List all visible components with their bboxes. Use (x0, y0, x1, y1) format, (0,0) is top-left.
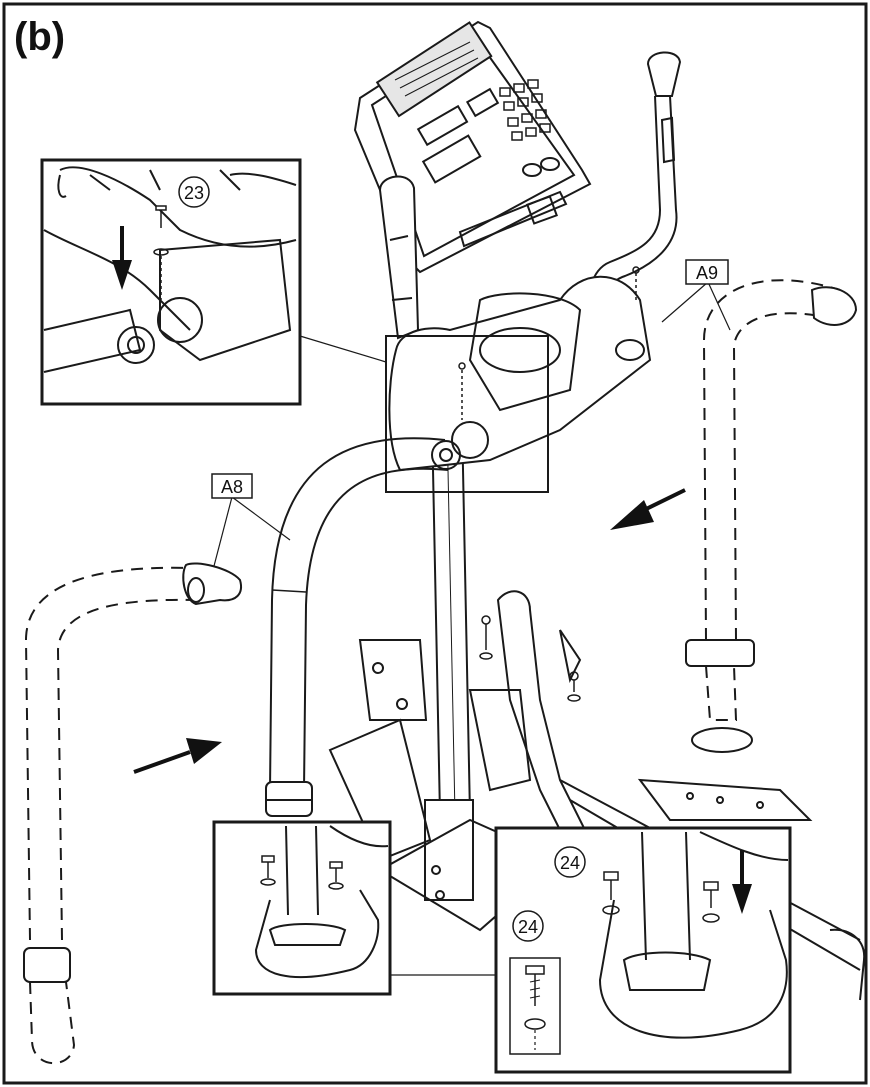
label-a8: A8 (211, 473, 253, 499)
right-dashed-handlebar-ends (685, 286, 858, 753)
screw-icon (260, 855, 276, 886)
detail-box-bottom-left (212, 820, 392, 996)
main-screws (458, 266, 640, 702)
screw-icon (525, 965, 545, 1006)
screw-icon (702, 881, 720, 923)
washer-icon (524, 1018, 546, 1030)
screw-icon (155, 205, 167, 228)
left-dashed-handlebar (24, 566, 197, 941)
part-24-top-callout: 24 (554, 846, 586, 878)
svg-text:A9: A9 (696, 263, 718, 283)
detail-box-bottom-right: 24 24 (494, 826, 792, 1074)
label-a9: A9 (685, 259, 729, 285)
screw-icon (602, 871, 620, 915)
svg-text:A8: A8 (221, 477, 243, 497)
part-24-inset (509, 957, 561, 1055)
detail-box-top-left: 23 (40, 158, 302, 406)
part-23-callout: 23 (178, 176, 210, 208)
panel-label: (b) (14, 15, 65, 59)
left-dashed-handlebar-ends (23, 562, 242, 1065)
svg-text:23: 23 (184, 183, 204, 203)
washer-icon (153, 248, 169, 256)
right-dashed-handlebar (702, 279, 841, 641)
leader-lines (213, 281, 731, 976)
arrow-icon (112, 226, 132, 290)
screw-icon (328, 861, 344, 890)
arrow-icon (610, 488, 686, 530)
zoom-frame-middle (385, 335, 549, 493)
svg-text:24: 24 (518, 917, 538, 937)
upright-stem (378, 175, 474, 901)
svg-text:24: 24 (560, 853, 580, 873)
part-24-box-callout: 24 (512, 910, 544, 942)
arrow-icon (732, 850, 752, 914)
pivot-assembly (388, 275, 652, 472)
arrow-icon (133, 738, 222, 774)
left-handlebar-a8 (265, 437, 449, 817)
